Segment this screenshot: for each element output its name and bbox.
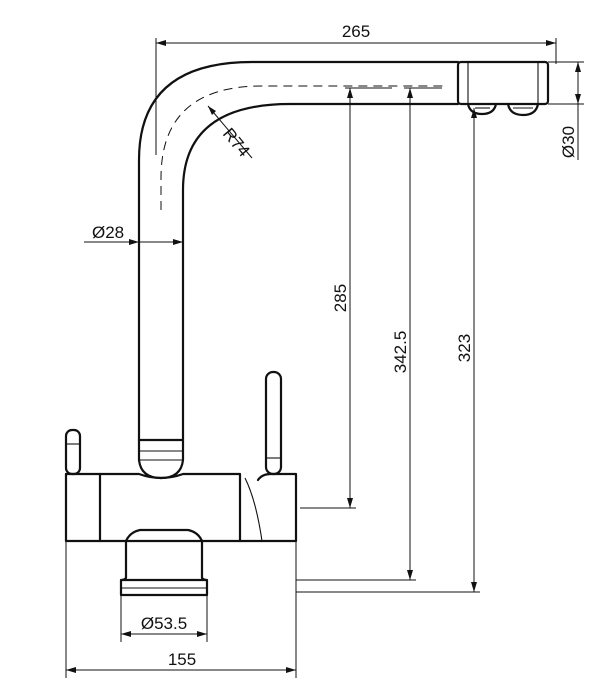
dim-outlet-diameter: Ø30 (548, 61, 584, 160)
dim-label-outlet-height-upper: 285 (331, 284, 350, 312)
outlet-head (456, 60, 550, 106)
dim-label-base-diameter: Ø53.5 (141, 614, 187, 633)
spout-collar (137, 438, 185, 480)
dimension-lines: 265 Ø30 R74 Ø28 (65, 22, 584, 678)
dim-label-overall-height: 342.5 (391, 331, 410, 374)
dim-total-reach: 265 (155, 22, 557, 155)
left-lever-handle (64, 428, 82, 476)
dim-label-body-width: 155 (168, 650, 196, 669)
dim-base-diameter: Ø53.5 (120, 595, 208, 642)
mixer-body (64, 472, 298, 543)
spout-inner-contour (181, 102, 460, 442)
dim-label-outlet-diameter: Ø30 (559, 126, 578, 158)
dim-overall-height: 342.5 (296, 87, 442, 581)
dim-label-total-reach: 265 (342, 22, 370, 41)
dim-spout-diameter: Ø28 (84, 223, 183, 245)
dim-outlet-height-lower: 323 (296, 108, 480, 593)
hidden-water-channel (160, 85, 445, 210)
base-stem (119, 528, 209, 597)
dim-label-bend-radius: R74 (219, 124, 254, 160)
dim-label-outlet-height-lower: 323 (455, 334, 474, 362)
dim-body-width: 155 (65, 541, 297, 678)
spout-outer-contour (137, 60, 460, 442)
faucet-outline (64, 60, 550, 597)
right-lever-handle (264, 370, 283, 476)
dim-label-spout-diameter: Ø28 (92, 223, 124, 242)
dim-outlet-height-upper: 285 (300, 87, 392, 509)
aerator-nozzles (466, 102, 540, 117)
